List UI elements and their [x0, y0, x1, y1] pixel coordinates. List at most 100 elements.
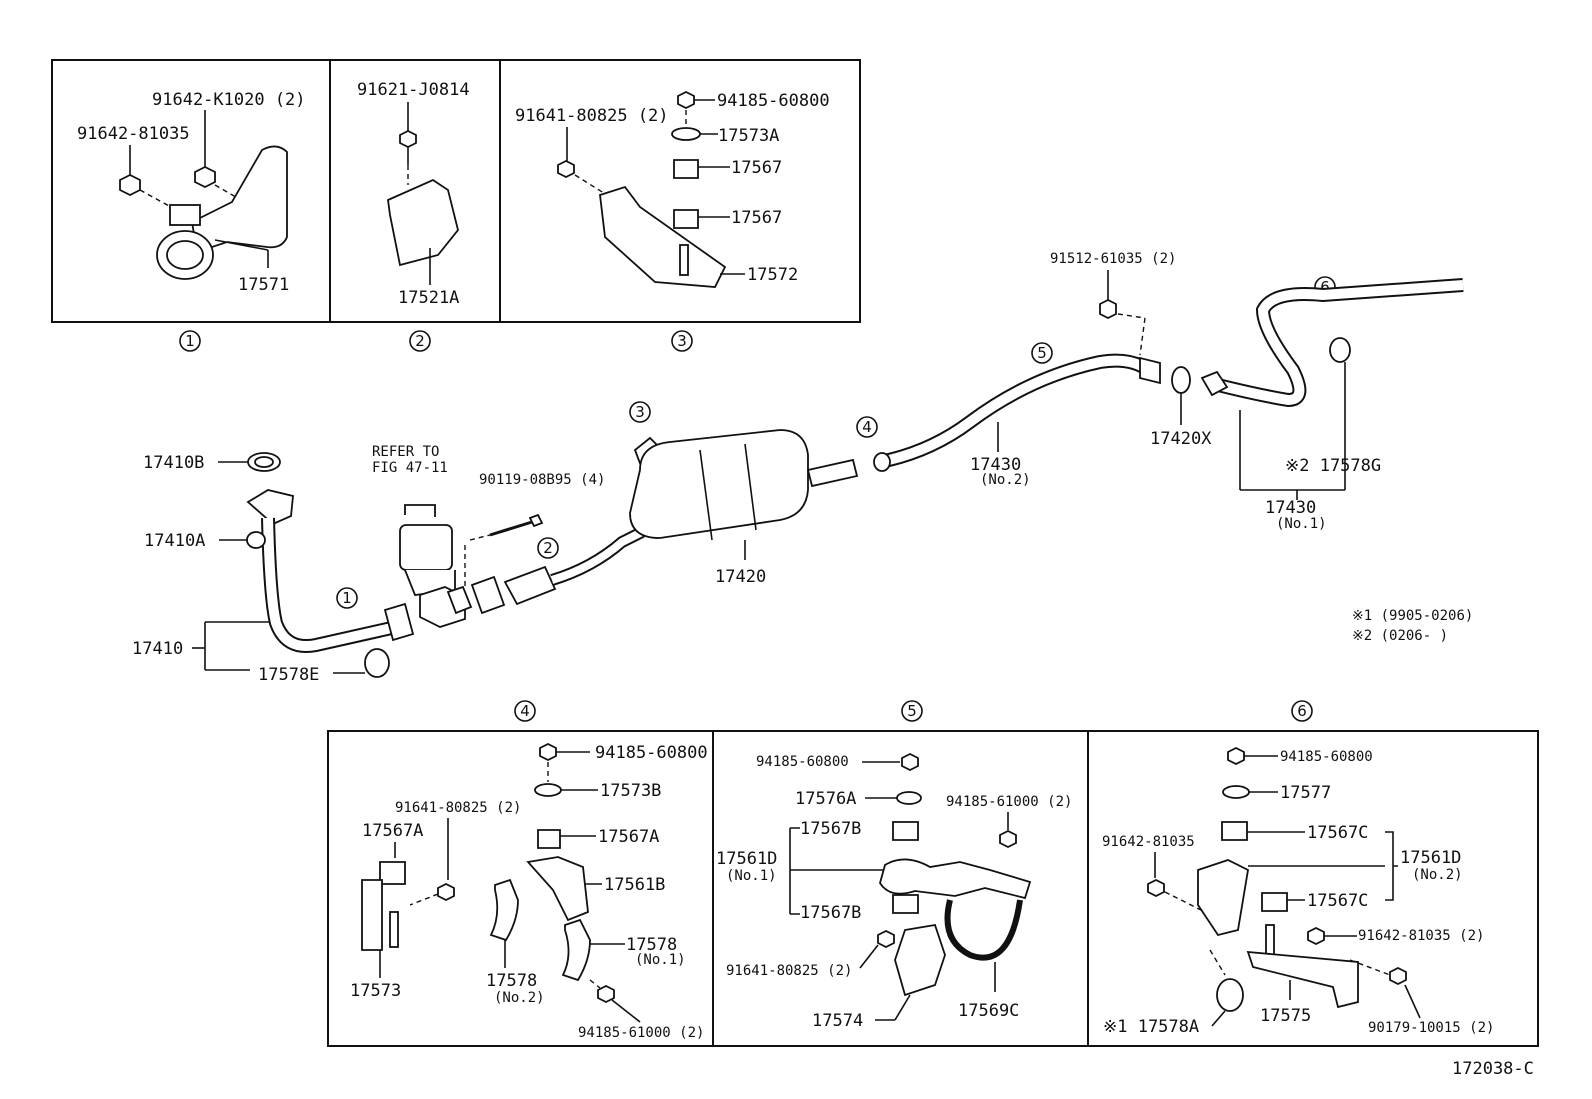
b5-94185-60800: 94185-60800 [756, 754, 849, 770]
part-17573a: 17573A [718, 126, 779, 146]
bolt-icon [1099, 298, 1117, 320]
b5-17569c: 17569C [958, 1001, 1019, 1021]
detail-box-3: 94185-60800 91641-80825 (2) 17573A 17567… [515, 90, 830, 288]
b4-17567a-right: 17567A [598, 827, 659, 847]
b4-91641-80825: 91641-80825 (2) [395, 800, 521, 816]
bolt-icon [877, 929, 895, 949]
part-17578e: 17578E [258, 665, 319, 685]
flange-icon [1200, 370, 1229, 397]
b5-91641-80825: 91641-80825 (2) [726, 963, 852, 979]
callout-4: 4 [520, 702, 530, 720]
part-17578g: ※2 17578G [1285, 456, 1381, 476]
callout-2: 2 [415, 332, 425, 350]
rubber-icon [1261, 892, 1288, 912]
callout-4-main: 4 [862, 418, 872, 436]
top-frame [51, 59, 861, 323]
part-17521a: 17521A [398, 288, 459, 308]
nut-icon [1389, 966, 1407, 986]
b6-17575: 17575 [1260, 1006, 1311, 1026]
b6-90179-10015: 90179-10015 (2) [1368, 1020, 1494, 1036]
rubber-icon [892, 894, 919, 914]
diagram-id: 172038-C [1452, 1059, 1534, 1079]
nut-icon [1227, 746, 1245, 766]
bracket-17572 [599, 185, 727, 288]
bolt-icon [194, 165, 216, 189]
b5-94185-61000: 94185-61000 (2) [946, 794, 1072, 810]
part-17430-no1: 17430 [1265, 498, 1316, 518]
rubber-icon [537, 829, 561, 849]
washer-icon [1222, 785, 1250, 799]
part-17567-a: 17567 [731, 158, 782, 178]
b4-17561b: 17561B [604, 875, 665, 895]
b4-17573b: 17573B [600, 781, 661, 801]
top-detail-boxes [51, 59, 861, 323]
b6-94185-60800: 94185-60800 [1280, 749, 1373, 765]
b4-94185-61000: 94185-61000 (2) [578, 1025, 704, 1041]
part-17420x: 17420X [1150, 429, 1212, 449]
bolt-icon [119, 173, 141, 197]
detail-box-5: 94185-60800 17576A 94185-61000 (2) 17567… [716, 752, 1072, 1031]
b4-17578-no2: 17578 [486, 971, 537, 991]
bracket-17561d-no2 [1197, 859, 1249, 937]
part-17430-no2-sub: (No.2) [980, 472, 1031, 488]
callout-5: 5 [907, 702, 917, 720]
note-1: ※1 (9905-0206) [1352, 608, 1473, 624]
detail-box-6: 94185-60800 17577 91642-81035 17567C 175… [1102, 746, 1494, 1037]
callout-6-main: 6 [1320, 278, 1330, 296]
washer-icon [671, 127, 701, 141]
detail-box-2: 91621-J0814 17521A [357, 80, 470, 308]
bottom-detail-boxes: 4 5 6 [327, 700, 1539, 1047]
b5-17561d-sub: (No.1) [726, 868, 777, 884]
part-91642-k1020: 91642-K1020 (2) [152, 90, 306, 110]
clamp-17578a [1216, 978, 1244, 1012]
b6-17578a: ※1 17578A [1103, 1017, 1199, 1037]
bolt-icon [557, 159, 575, 179]
rubber-icon [673, 209, 699, 229]
b4-17578-no2-sub: (No.2) [494, 990, 545, 1006]
b6-91642-81035: 91642-81035 [1102, 834, 1195, 850]
refer-line-2: FIG 47-11 [372, 460, 448, 476]
flange-icon [470, 575, 506, 615]
nut-icon [246, 531, 266, 549]
b6-17567c-bottom: 17567C [1307, 891, 1368, 911]
callout-circles-top: 1 2 3 [179, 330, 693, 352]
bolt-icon [399, 129, 417, 149]
rubber-icon [379, 861, 406, 885]
part-17567-b: 17567 [731, 208, 782, 228]
part-17571: 17571 [238, 275, 289, 295]
b6-17561d-sub: (No.2) [1412, 867, 1463, 883]
b5-17561d: 17561D [716, 849, 777, 869]
detail-box-1: 91642-K1020 (2) 91642-81035 17571 [77, 90, 306, 295]
b6-17561d: 17561D [1400, 848, 1461, 868]
callout-5-main: 5 [1037, 344, 1047, 362]
b4-17567a-left: 17567A [362, 821, 423, 841]
b5-17567b-top: 17567B [800, 819, 861, 839]
washer-icon [534, 783, 562, 797]
part-17420: 17420 [715, 567, 766, 587]
part-91512-61035: 91512-61035 (2) [1050, 251, 1176, 267]
main-assembly: 17410B 17410A 1 17410 17578E REFER TO FI… [132, 251, 1473, 685]
b5-17576a: 17576A [795, 789, 856, 809]
part-94185-60800: 94185-60800 [717, 91, 830, 111]
rubber-icon [673, 159, 699, 179]
nut-icon [999, 829, 1017, 849]
rubber-icon [1221, 821, 1248, 841]
part-90119-08b95: 90119-08B95 (4) [479, 472, 605, 488]
bracket-17574 [894, 923, 946, 997]
callout-3-main: 3 [635, 403, 645, 421]
callout-6: 6 [1297, 702, 1307, 720]
b6-17567c-top: 17567C [1307, 823, 1368, 843]
b5-17567b-bottom: 17567B [800, 903, 861, 923]
clamp-17578-no1 [561, 918, 591, 982]
bolt-icon [528, 513, 544, 528]
part-17410b: 17410B [143, 453, 204, 473]
clamp-17578-no2 [489, 878, 519, 942]
nut-icon [539, 742, 557, 762]
flange-icon [1139, 356, 1161, 385]
tailpipe-stub [806, 458, 859, 488]
part-17430-no1-sub: (No.1) [1276, 516, 1327, 532]
part-91642-81035: 91642-81035 [77, 124, 190, 144]
callout-3: 3 [677, 332, 687, 350]
clamp-17578g [1329, 337, 1351, 363]
